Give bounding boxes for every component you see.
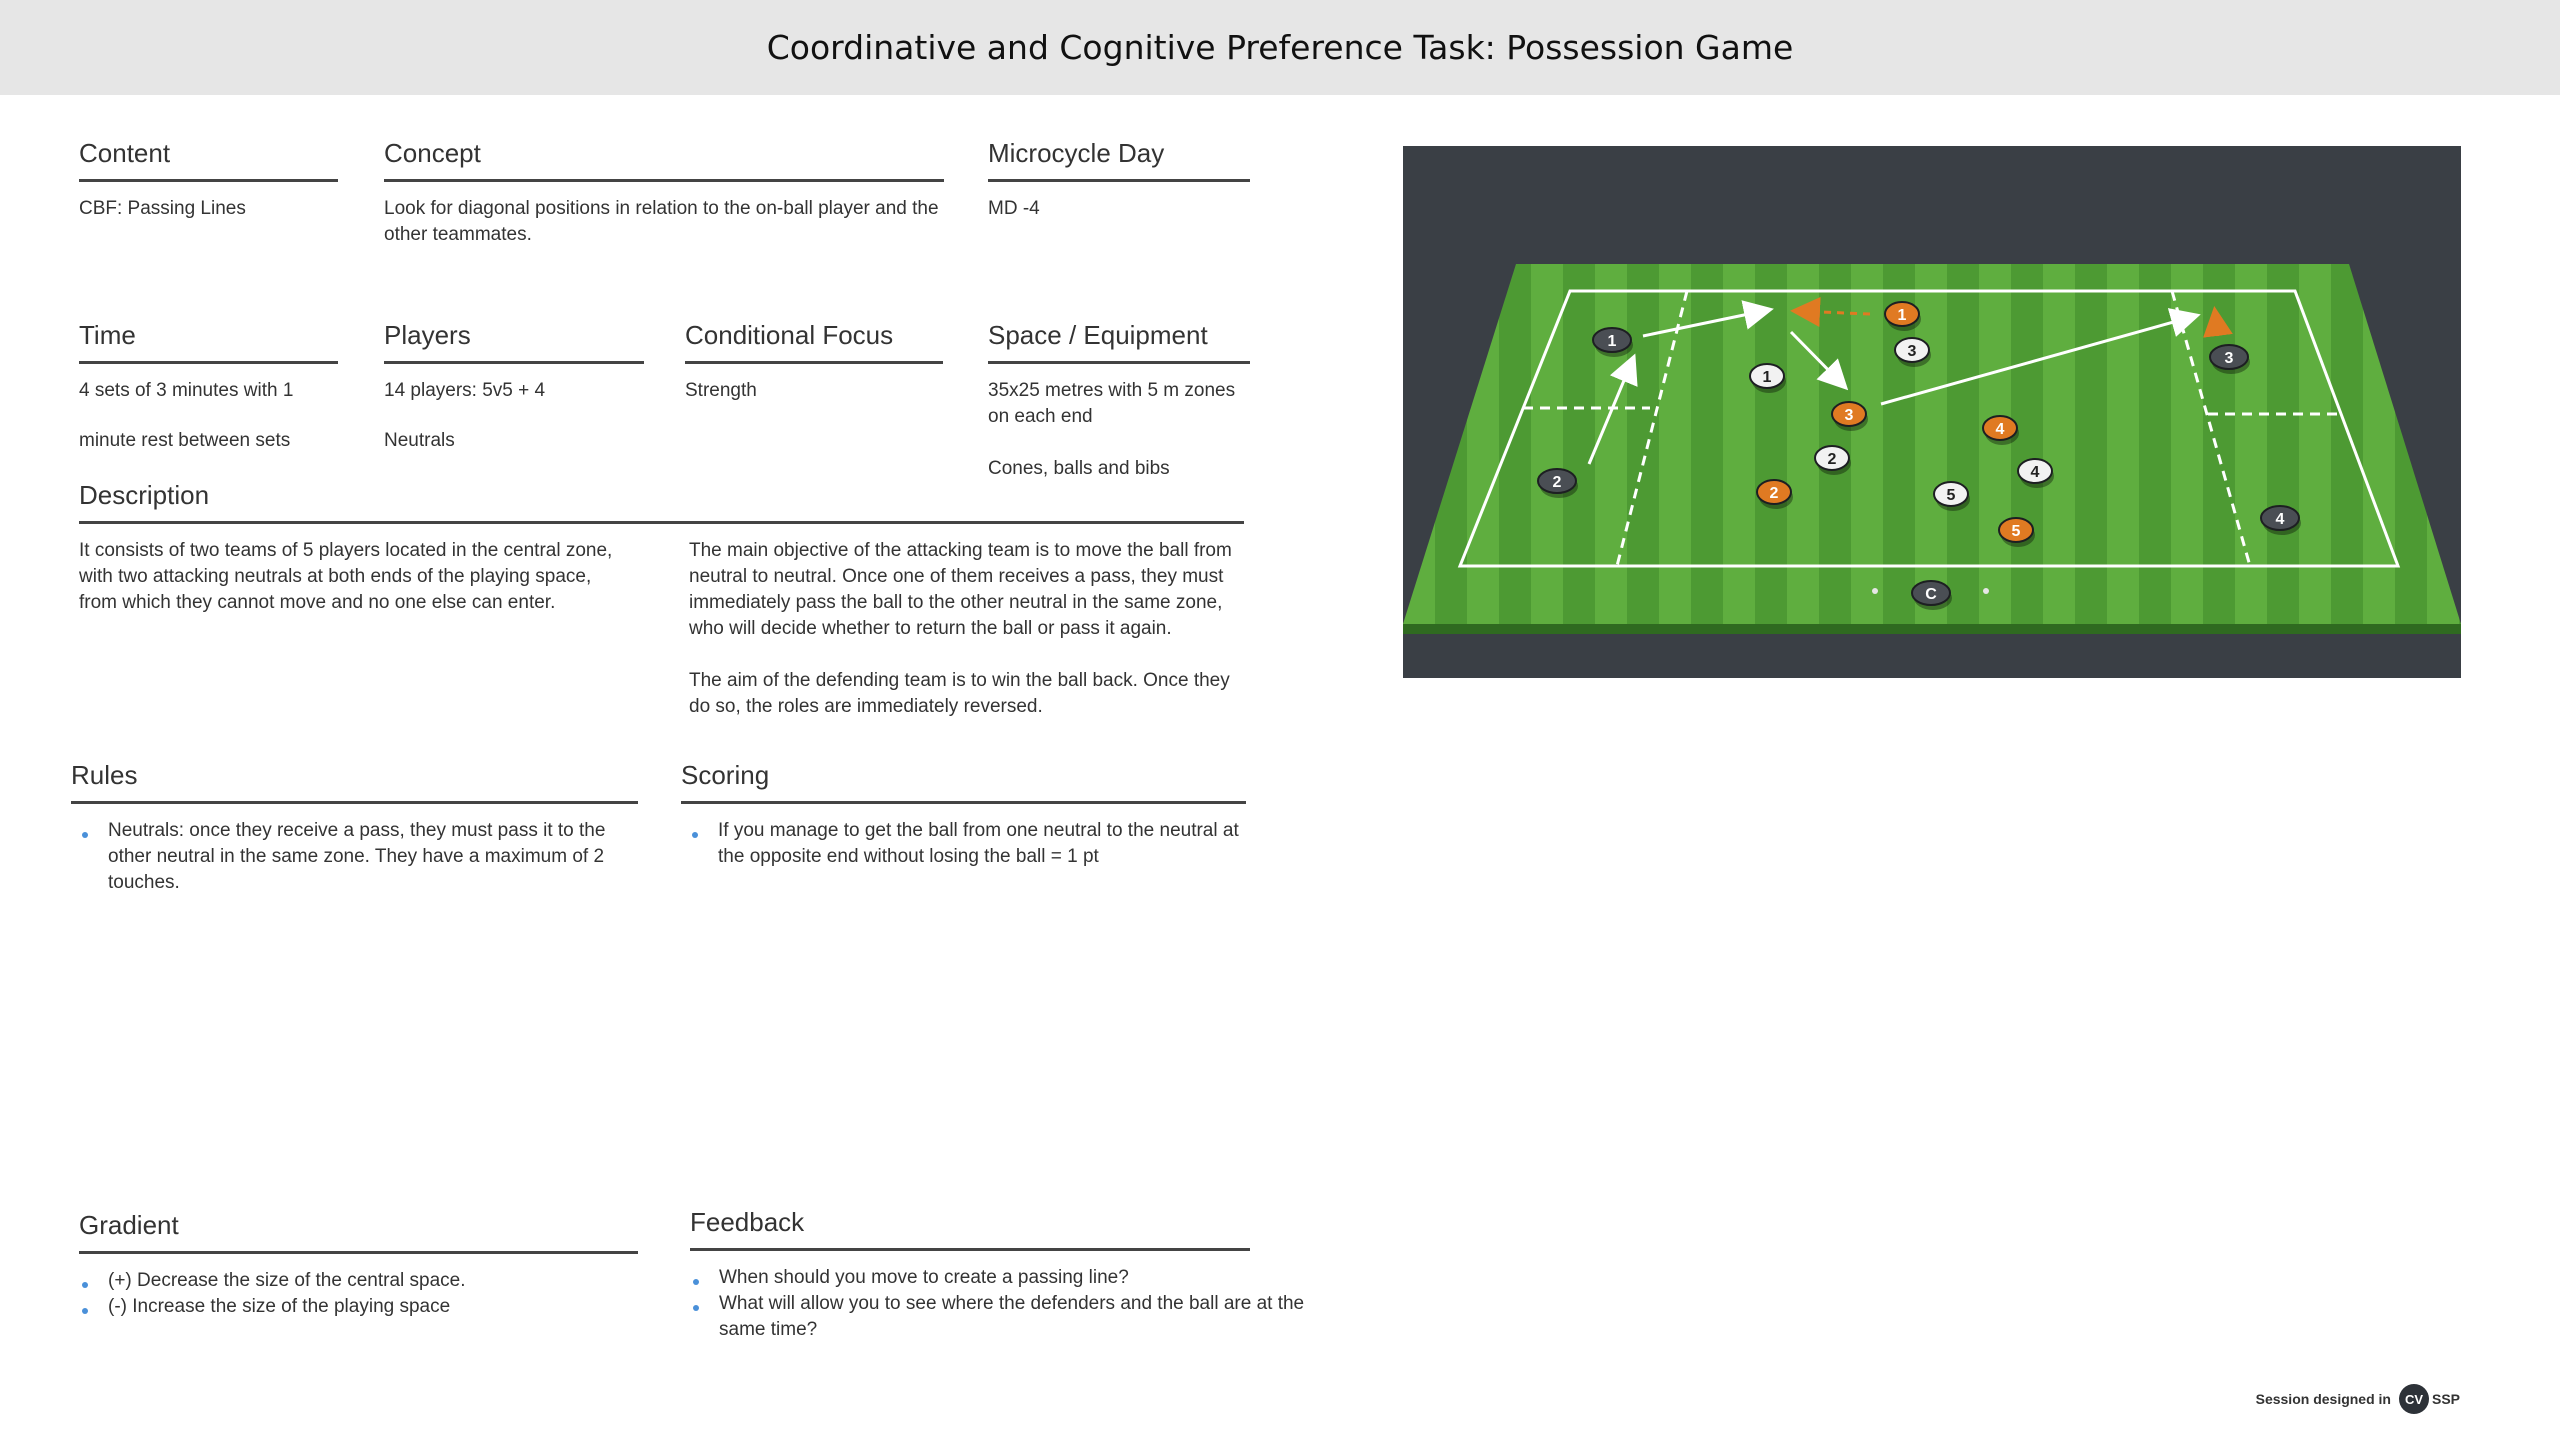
description-right: The main objective of the attacking team…: [689, 538, 1244, 746]
players-body: 14 players: 5v5 + 4 Neutrals: [384, 378, 644, 454]
conditional-focus-section: Conditional Focus Strength: [685, 320, 943, 404]
player-label: 5: [2012, 523, 2021, 540]
player-label: 1: [1608, 333, 1617, 350]
description-section: Description It consists of two teams of …: [79, 480, 1244, 746]
player-token-orange-5: 5: [1998, 517, 2035, 547]
player-token-orange-2: 2: [1756, 479, 1793, 509]
conditional-focus-heading: Conditional Focus: [685, 320, 943, 364]
cv-logo-icon: CV: [2398, 1384, 2429, 1414]
gradient-list: (+) Decrease the size of the central spa…: [79, 1268, 638, 1320]
time-line-1: 4 sets of 3 minutes with 1: [79, 380, 294, 401]
rules-item: Neutrals: once they receive a pass, they…: [79, 818, 638, 896]
player-token-white-2: 2: [1814, 445, 1851, 475]
player-label: 4: [1996, 421, 2005, 438]
conditional-focus-text: Strength: [685, 380, 757, 401]
player-label: 3: [1845, 407, 1854, 424]
scoring-item: If you manage to get the ball from one n…: [689, 818, 1246, 870]
microcycle-heading: Microcycle Day: [988, 138, 1250, 182]
concept-heading: Concept: [384, 138, 944, 182]
rules-heading: Rules: [71, 760, 638, 804]
space-equipment-line-2: Cones, balls and bibs: [988, 458, 1170, 479]
cone-markers: [1872, 588, 1989, 594]
rules-section: Rules Neutrals: once they receive a pass…: [71, 760, 638, 896]
player-token-white-3: 3: [1894, 337, 1931, 367]
time-line-2: minute rest between sets: [79, 430, 291, 451]
space-equipment-section: Space / Equipment 35x25 metres with 5 m …: [988, 320, 1250, 482]
player-label: 2: [1828, 451, 1837, 468]
feedback-item: When should you move to create a passing…: [690, 1265, 1310, 1291]
players-line-1: 14 players: 5v5 + 4: [384, 380, 546, 401]
player-label: 2: [1770, 485, 1779, 502]
header-bar: Coordinative and Cognitive Preference Ta…: [0, 0, 2560, 95]
player-token-white-1: 1: [1749, 363, 1786, 393]
description-heading: Description: [79, 480, 1244, 524]
gradient-item: (-) Increase the size of the playing spa…: [79, 1294, 638, 1320]
player-token-neutral-1: 1: [1592, 327, 1633, 357]
credit: Session designed in CV SSP: [2256, 1384, 2460, 1414]
pitch-lines: [1457, 289, 2401, 568]
players-line-2: Neutrals: [384, 430, 455, 451]
player-token-neutral-2: 2: [1537, 468, 1578, 498]
player-token-white-5: 5: [1933, 481, 1970, 511]
description-right-p2: The aim of the defending team is to win …: [689, 670, 1230, 717]
feedback-list: When should you move to create a passing…: [690, 1265, 1310, 1343]
pitch-svg: 1 2 3 4 1 2 3 4 5 1 2 3 4 5C: [1403, 146, 2461, 678]
feedback-heading: Feedback: [690, 1207, 1250, 1251]
player-token-orange-4: 4: [1982, 415, 2019, 445]
player-token-neutral-4: 4: [2260, 505, 2301, 535]
players-layer: 1 2 3 4 1 2 3 4 5 1 2 3 4 5C: [1537, 301, 2301, 610]
pitch-surface: [1403, 264, 2461, 624]
time-heading: Time: [79, 320, 338, 364]
description-body: It consists of two teams of 5 players lo…: [79, 538, 1244, 746]
content-text: CBF: Passing Lines: [79, 198, 246, 219]
player-label: C: [1925, 586, 1937, 603]
time-body: 4 sets of 3 minutes with 1 minute rest b…: [79, 378, 338, 454]
players-section: Players 14 players: 5v5 + 4 Neutrals: [384, 320, 644, 454]
player-label: 1: [1898, 307, 1907, 324]
microcycle-section: Microcycle Day MD -4: [988, 138, 1250, 222]
scoring-heading: Scoring: [681, 760, 1246, 804]
content-section: Content CBF: Passing Lines: [79, 138, 338, 222]
player-token-white-4: 4: [2017, 458, 2054, 488]
description-left: It consists of two teams of 5 players lo…: [79, 540, 613, 613]
feedback-item: What will allow you to see where the def…: [690, 1291, 1310, 1343]
concept-text: Look for diagonal positions in relation …: [384, 198, 939, 245]
description-right-p1: The main objective of the attacking team…: [689, 540, 1232, 639]
player-token-orange-1: 1: [1884, 301, 1921, 331]
player-token-neutral-3: 3: [2209, 344, 2250, 374]
page-title: Coordinative and Cognitive Preference Ta…: [766, 28, 1794, 67]
player-label: 3: [2225, 350, 2234, 367]
player-label: 2: [1553, 474, 1562, 491]
gradient-section: Gradient (+) Decrease the size of the ce…: [79, 1210, 638, 1320]
movement-arrows: [1587, 296, 2233, 465]
space-equipment-heading: Space / Equipment: [988, 320, 1250, 364]
space-equipment-line-1: 35x25 metres with 5 m zones on each end: [988, 380, 1236, 427]
concept-section: Concept Look for diagonal positions in r…: [384, 138, 944, 248]
credit-brand: SSP: [2431, 1391, 2460, 1407]
player-label: 3: [1908, 343, 1917, 360]
player-label: 4: [2031, 464, 2040, 481]
player-token-orange-3: 3: [1831, 401, 1868, 431]
gradient-item: (+) Decrease the size of the central spa…: [79, 1268, 638, 1294]
credit-text: Session designed in: [2255, 1391, 2391, 1407]
gradient-heading: Gradient: [79, 1210, 638, 1254]
scoring-list: If you manage to get the ball from one n…: [681, 818, 1246, 870]
scoring-section: Scoring If you manage to get the ball fr…: [681, 760, 1246, 870]
players-heading: Players: [384, 320, 644, 364]
player-label: 1: [1763, 369, 1772, 386]
ssp-logo: CV SSP: [2398, 1384, 2460, 1414]
player-label: 5: [1947, 487, 1956, 504]
player-label: 4: [2276, 511, 2285, 528]
rules-list: Neutrals: once they receive a pass, they…: [71, 818, 638, 896]
pitch-edge: [1403, 624, 2461, 634]
player-token-coach-C: C: [1911, 580, 1952, 610]
space-equipment-body: 35x25 metres with 5 m zones on each end …: [988, 378, 1250, 482]
microcycle-text: MD -4: [988, 198, 1040, 219]
feedback-section: Feedback When should you move to create …: [690, 1207, 1304, 1343]
time-section: Time 4 sets of 3 minutes with 1 minute r…: [79, 320, 338, 454]
content-heading: Content: [79, 138, 338, 182]
